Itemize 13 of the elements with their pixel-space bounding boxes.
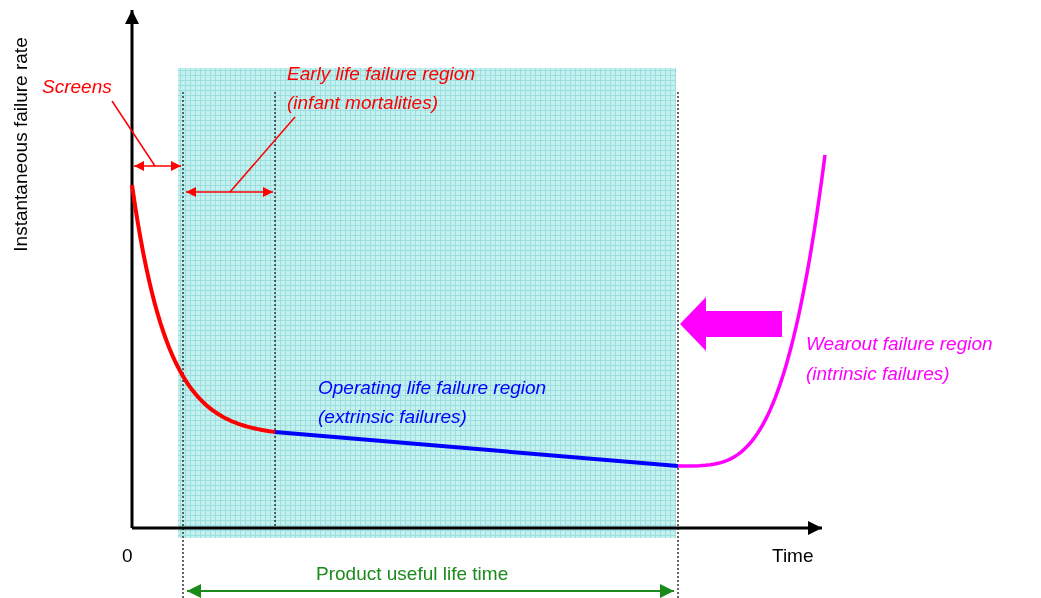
dimension-label: Product useful life time — [316, 564, 509, 583]
region-label: (intrinsic failures) — [806, 364, 950, 383]
region-label: (extrinsic failures) — [318, 407, 467, 426]
callout-text: Early life failure region — [287, 62, 475, 86]
callout-text: Screens — [42, 75, 112, 99]
leader-line — [111, 100, 156, 167]
axis-title: Instantaneous failure rate — [10, 37, 30, 252]
region-label: Operating life failure region — [318, 378, 547, 397]
region-label: Wearout failure region — [806, 334, 993, 353]
callout-text: (infant mortalities) — [287, 91, 439, 115]
axis-title: Time — [772, 546, 814, 565]
leader-line — [229, 116, 296, 193]
axis-tick-label: 0 — [122, 546, 133, 565]
